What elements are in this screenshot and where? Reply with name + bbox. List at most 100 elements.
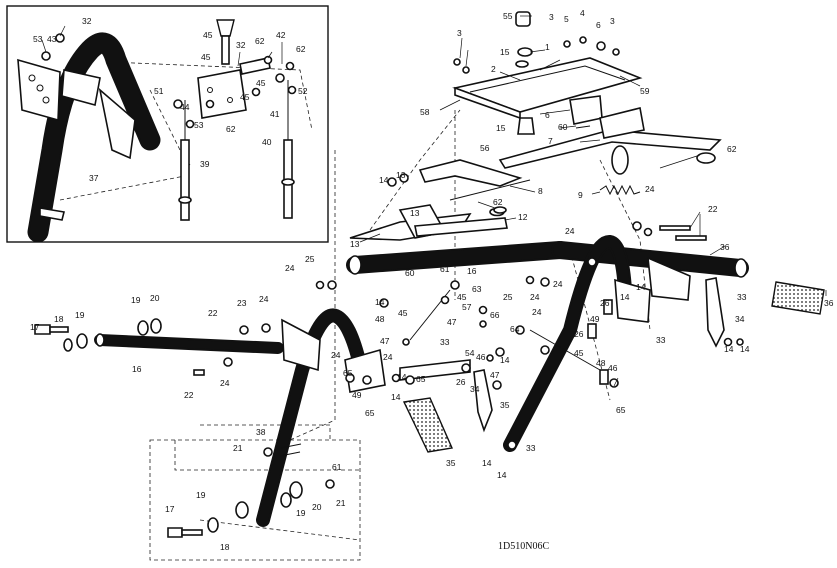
callout-14: 14 [497,470,507,480]
callout-13: 14 [482,458,492,468]
callout-36: 37 [89,173,99,183]
callout-34: 35 [446,458,456,468]
callout-62: 65 [416,374,426,384]
callout-14: 14 [391,392,401,402]
callout-6: 6 [545,110,550,120]
inset-detail [6,5,329,243]
callout-15: 15 [496,123,506,133]
callout-labels: 32 53 43 37 45 32 62 42 45 62 52 51 44 4… [30,8,834,552]
callout-32: 33 [737,292,747,302]
callout-5: 5 [564,14,569,24]
callout-35: 36 [720,242,730,252]
callout-56: 61 [440,264,450,274]
callout-44: 45 [203,30,213,40]
callout-15: 15 [500,47,510,57]
callout-2: 2 [491,64,496,74]
callout-41: 45 [256,78,266,88]
callout-45: 47 [380,336,390,346]
callout-57: 61 [332,462,342,472]
callout-26: 26 [456,377,466,387]
callout-11: 13 [410,208,420,218]
callout-21: 21 [336,498,346,508]
callout-61: 62 [255,36,265,46]
callout-8: 8 [538,186,543,196]
callout-47: 49 [352,390,362,400]
callout-52: 57 [462,302,472,312]
callout-43: 45 [201,52,211,62]
callout-25: 25 [503,292,513,302]
inset-bracket-plate [17,58,61,122]
callout-14: 14 [740,344,750,354]
callout-24: 24 [383,352,393,362]
callout-47: 49 [590,314,600,324]
callout-33: 34 [735,314,745,324]
callout-25: 25 [305,254,315,264]
callout-3: 3 [549,12,554,22]
callout-38: 40 [262,137,272,147]
callout-62: 65 [365,408,375,418]
callout-22: 22 [708,204,718,214]
callout-29: 33 [656,335,666,345]
callout-36: 38 [256,427,266,437]
callout-20: 20 [312,502,322,512]
callout-3: 3 [457,28,462,38]
leader-lines [41,15,827,387]
callout-13: 13 [396,170,406,180]
callout-45: 45 [574,348,584,358]
callout-18: 18 [220,542,230,552]
callout-49: 53 [33,34,43,44]
callout-14: 14 [379,175,389,185]
callout-40: 42 [276,30,286,40]
callout-39: 41 [270,109,280,119]
callout-27: 32 [236,40,246,50]
right-grip [771,281,825,315]
callout-1: 1 [545,42,550,52]
callout-53: 58 [420,107,430,117]
callout-24: 24 [220,378,230,388]
callout-60: 62 [493,197,503,207]
callout-16: 16 [132,364,142,374]
callout-62: 65 [343,368,353,378]
callout-14: 14 [375,297,385,307]
callout-12: 13 [350,239,360,249]
callout-24: 24 [259,294,269,304]
center-grip [402,397,454,453]
inset-mount-plate [197,69,247,119]
callout-41: 44 [180,102,190,112]
callout-17: 17 [165,504,175,514]
callout-59: 62 [296,44,306,54]
callout-62: 64 [510,324,520,334]
callout-62: 63 [472,284,482,294]
callout-26: 26 [600,298,610,308]
callout-22: 22 [208,308,218,318]
callout-49: 53 [194,120,204,130]
callout-24: 24 [331,350,341,360]
callout-50: 55 [503,11,513,21]
callout-7: 7 [548,136,553,146]
callout-20: 20 [150,293,160,303]
callout-24: 24 [565,226,575,236]
callout-18: 18 [54,314,64,324]
callout-21: 21 [233,443,243,453]
callout-49: 54 [465,348,475,358]
callout-41: 43 [47,34,57,44]
callout-45: 45 [457,292,467,302]
callout-24: 24 [530,292,540,302]
callout-62: 65 [616,405,626,415]
callout-19: 19 [75,310,85,320]
callout-33: 35 [500,400,510,410]
callout-17: 17 [30,322,40,332]
callout-24: 24 [285,263,295,273]
key-switch [515,11,531,27]
callout-42: 45 [240,92,250,102]
callout-47: 48 [375,314,385,324]
callout-10: 12 [518,212,528,222]
callout-45: 45 [398,308,408,318]
callout-16: 16 [467,266,477,276]
callout-23: 23 [237,298,247,308]
callout-48: 52 [298,86,308,96]
callout-19: 19 [131,295,141,305]
callout-60: 62 [727,144,737,154]
callout-19: 19 [296,508,306,518]
